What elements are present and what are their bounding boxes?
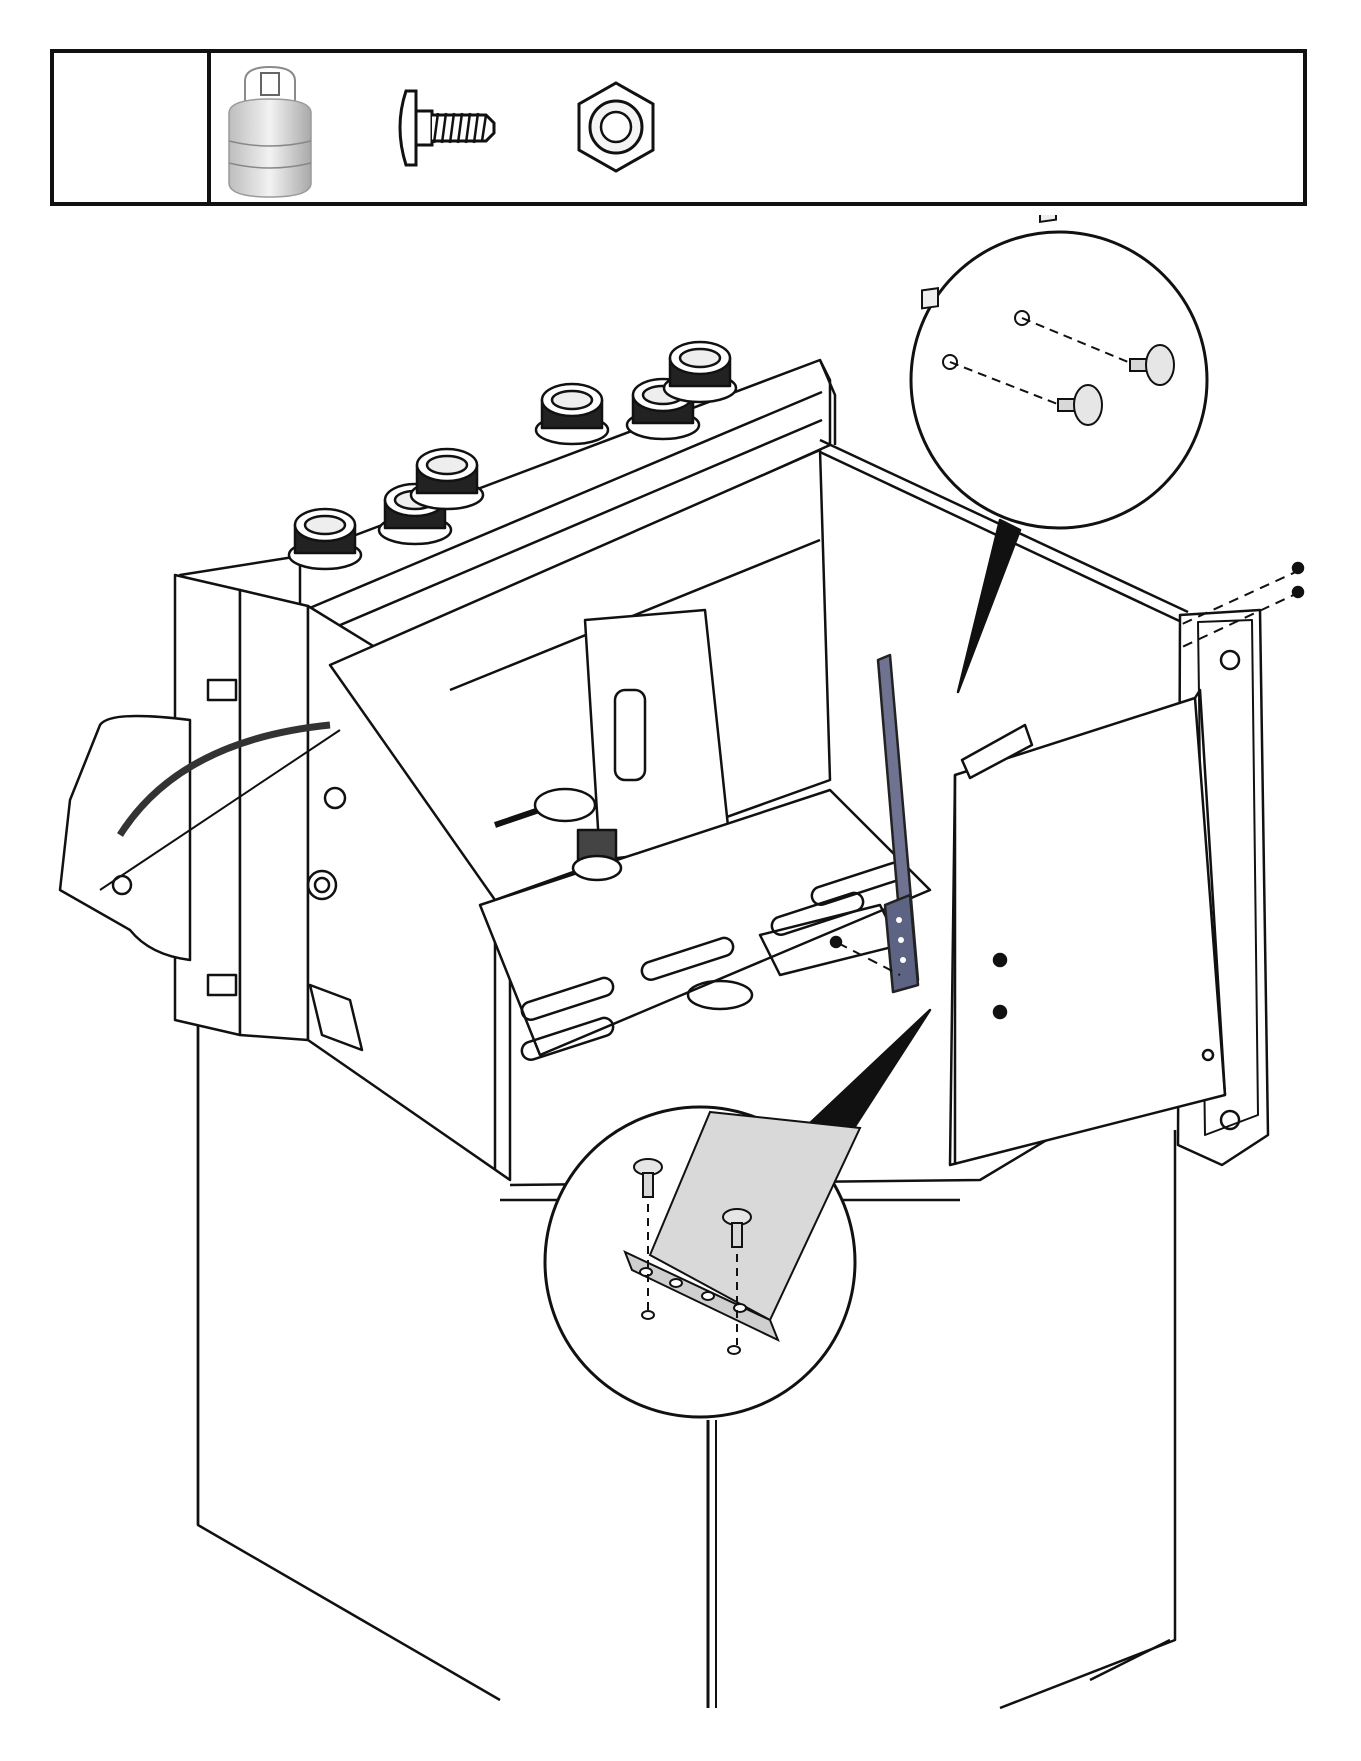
control-knob — [536, 384, 608, 444]
screw-icon — [831, 937, 841, 947]
hex-nut-icon — [561, 53, 671, 202]
step-number-cell — [54, 53, 211, 202]
support-strap — [878, 655, 918, 992]
right-side-panel — [950, 690, 1225, 1165]
detail-callout-bottom — [545, 1107, 860, 1417]
screw-icon — [376, 53, 506, 202]
control-knob — [411, 449, 483, 509]
control-knob — [664, 342, 736, 402]
detail-callout-top — [911, 215, 1207, 528]
parts-list — [211, 53, 1303, 202]
grill-cart-assembly-illustration — [0, 215, 1361, 1761]
screw-icon — [1293, 587, 1303, 597]
callout-pointer — [958, 520, 1020, 692]
hardware-parts-box — [50, 49, 1307, 206]
propane-tank-icon — [215, 53, 325, 202]
control-knob — [289, 509, 361, 569]
screw-icon — [1293, 563, 1303, 573]
